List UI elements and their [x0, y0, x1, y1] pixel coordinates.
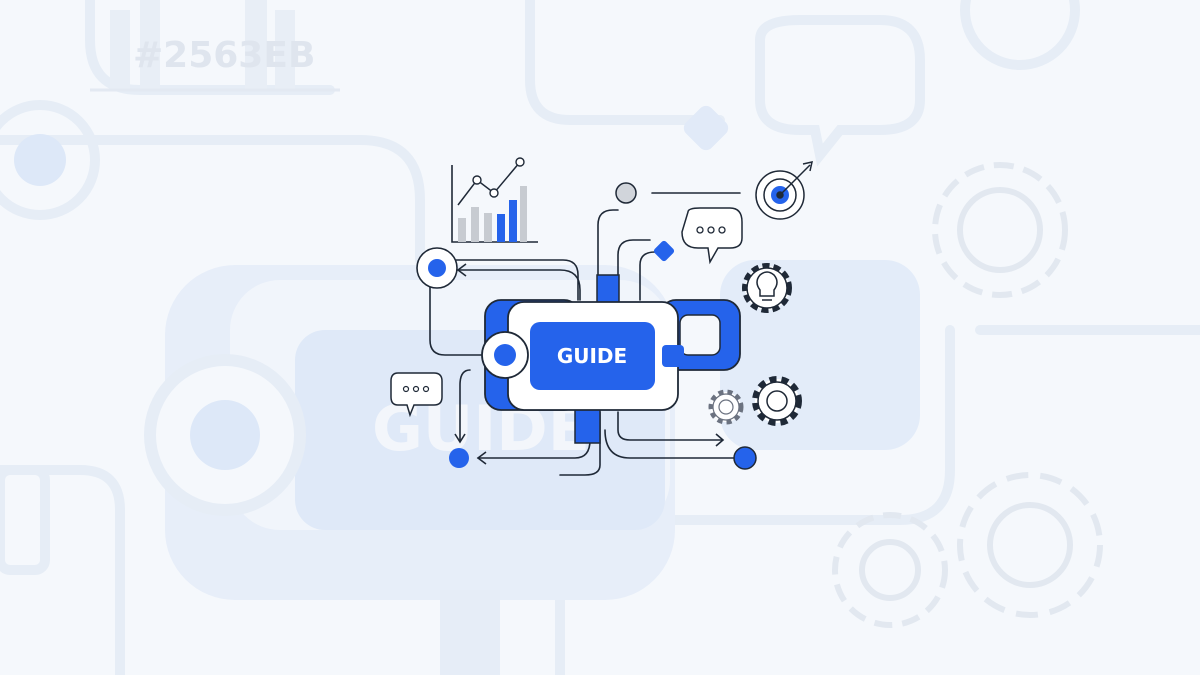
speech-bubble-icon-left [390, 372, 443, 418]
background-gears-icon [832, 162, 1103, 628]
node-circle-gray [615, 182, 637, 204]
speech-bubble-icon [681, 207, 743, 265]
node-dot-bottom-right [733, 446, 757, 470]
target-icon [755, 161, 813, 220]
hub-label: GUIDE [557, 344, 627, 368]
bar-line-chart-icon [451, 157, 538, 243]
color-code-label: #2563EB [133, 35, 315, 76]
background-blocks [0, 0, 920, 675]
node-dot-bottom-left [449, 448, 469, 468]
guide-hub: GUIDE [481, 274, 741, 444]
diamond-node-icon [653, 240, 675, 262]
lightbulb-gear-icon [742, 263, 792, 313]
gears-icon [708, 376, 802, 426]
arrowheads [454, 263, 725, 465]
guide-button[interactable] [530, 322, 655, 390]
node-circle-left [416, 247, 458, 289]
